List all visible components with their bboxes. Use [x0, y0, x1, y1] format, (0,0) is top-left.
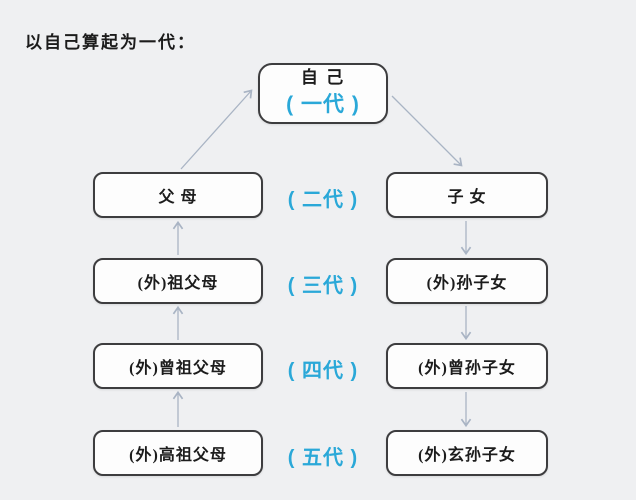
descendant-box-children: 子 女: [386, 172, 548, 218]
ancestor-label: (外)祖父母: [137, 275, 219, 292]
arrow-parents-to-self-icon: [180, 89, 253, 170]
generation-label-text: ( 五代 ): [287, 447, 359, 469]
generation-5-label: ( 五代 ): [263, 441, 383, 470]
descendant-label: (外)曾孙子女: [418, 360, 516, 377]
page-title: 以自己算起为一代：: [25, 33, 196, 52]
arrow-self-to-children-icon: [391, 95, 463, 167]
generation-4-label: ( 四代 ): [263, 354, 383, 383]
descendant-box-grandchildren: (外)孙子女: [386, 258, 548, 304]
self-label: 自 己: [300, 67, 346, 87]
generation-3-label: ( 三代 ): [263, 269, 383, 298]
generation-label-text: ( 四代 ): [287, 360, 359, 382]
ancestor-box-parents: 父 母: [93, 172, 263, 218]
ancestor-box-great-great-grandparents: (外)高祖父母: [93, 430, 263, 476]
self-box: 自 己 ( 一代 ): [258, 63, 388, 124]
descendant-label: (外)玄孙子女: [418, 447, 516, 464]
ancestor-box-great-grandparents: (外)曾祖父母: [93, 343, 263, 389]
generation-label-text: ( 二代 ): [287, 189, 359, 211]
ancestor-label: (外)曾祖父母: [129, 360, 227, 377]
descendant-box-great-great-grandchildren: (外)玄孙子女: [386, 430, 548, 476]
ancestor-box-grandparents: (外)祖父母: [93, 258, 263, 304]
descendant-box-great-grandchildren: (外)曾孙子女: [386, 343, 548, 389]
descendant-label: (外)孙子女: [426, 275, 508, 292]
generation-2-label: ( 二代 ): [263, 183, 383, 212]
descendant-label: 子 女: [447, 189, 487, 206]
ancestor-label: (外)高祖父母: [129, 447, 227, 464]
ancestor-label: 父 母: [158, 189, 198, 206]
generation-1-label: ( 一代 ): [286, 93, 360, 117]
generation-label-text: ( 三代 ): [287, 275, 359, 297]
